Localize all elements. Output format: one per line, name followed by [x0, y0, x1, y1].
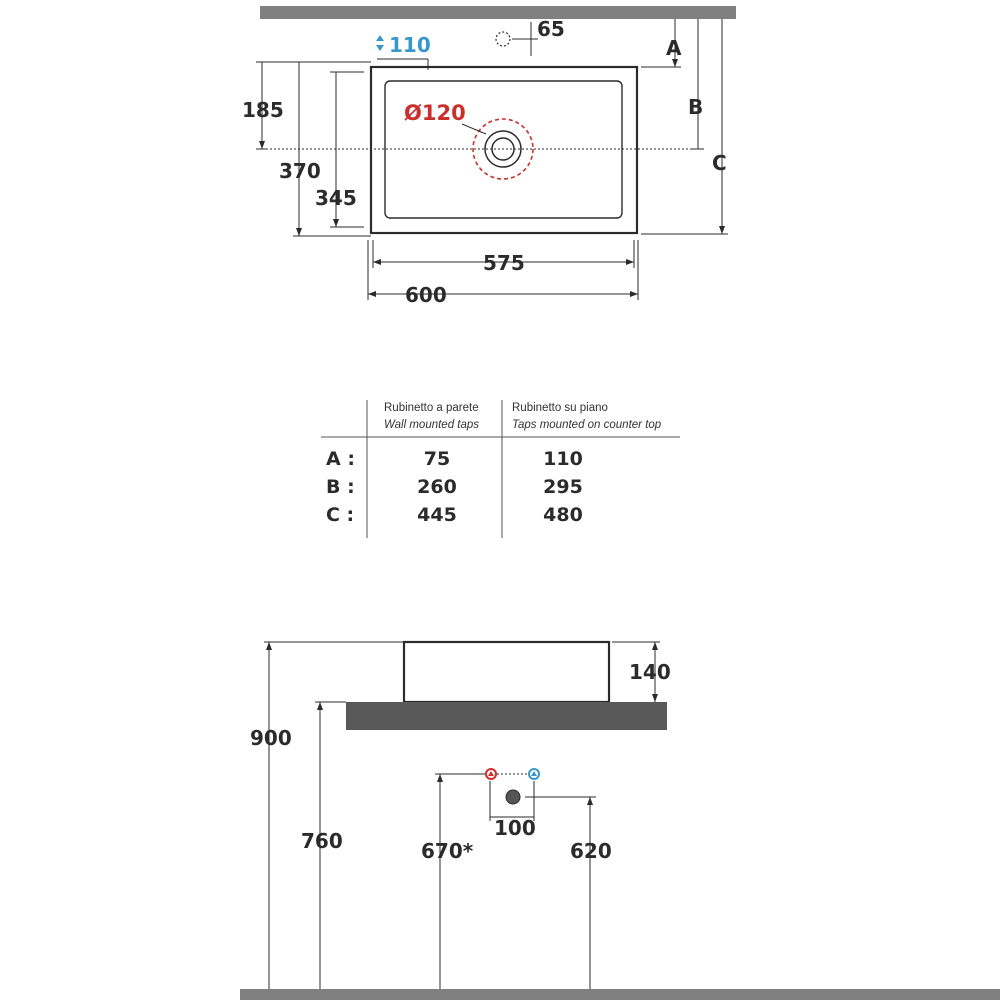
table-row-wall: 75	[424, 448, 450, 470]
table-row-key: C :	[326, 504, 354, 526]
dim-B-label: B	[688, 95, 703, 119]
cold-tap-marker	[531, 771, 537, 776]
table-head-wall-it: Rubinetto a parete	[384, 402, 479, 414]
dim-100-label: 100	[494, 816, 536, 840]
drain-inner-ring	[491, 137, 515, 161]
arrow-345-bottom	[333, 219, 339, 227]
floor-bar	[240, 989, 1000, 1000]
table-head-counter-en: Taps mounted on counter top	[512, 419, 662, 431]
arrow-670-top	[437, 774, 443, 782]
table-row-wall: 260	[417, 476, 457, 498]
dim-345-label: 345	[315, 186, 357, 210]
table-head-counter-it: Rubinetto su piano	[512, 402, 608, 414]
plan-view	[256, 6, 736, 300]
arrow-185-bottom	[259, 141, 265, 149]
taphole-icon-down	[376, 45, 384, 51]
wall-bar	[260, 6, 736, 19]
dim-900-label: 900	[250, 726, 292, 750]
dim-600-label: 600	[405, 283, 447, 307]
arrow-900-top	[266, 642, 272, 650]
arrow-600-left	[368, 291, 376, 297]
hot-tap-marker	[488, 771, 494, 776]
plan-arrowheads	[259, 59, 725, 297]
waste-pipe-icon	[505, 789, 521, 805]
arrow-620-top	[587, 797, 593, 805]
basin-outline-outer	[369, 65, 639, 235]
dim-760-label: 760	[301, 829, 343, 853]
arrow-140-bottom	[652, 694, 658, 702]
label-drain-diameter: Ø120	[404, 101, 466, 125]
taphole-icon	[376, 35, 384, 51]
table-row-key: A :	[326, 448, 355, 470]
drain-outer-ring	[484, 130, 522, 168]
tap-symbols	[485, 768, 540, 805]
dimension-table: Rubinetto a parete Wall mounted taps Rub…	[321, 400, 680, 538]
arrow-575-right	[626, 259, 634, 265]
drain-leader	[461, 123, 487, 135]
label-110: 110	[389, 33, 431, 57]
table-row-counter: 480	[543, 504, 583, 526]
dim-185-label: 185	[242, 98, 284, 122]
arrow-600-right	[630, 291, 638, 297]
arrow-140-top	[652, 642, 658, 650]
dim-575-label: 575	[483, 251, 525, 275]
basin-side	[402, 640, 611, 704]
counter-slab	[346, 702, 667, 730]
table-row-counter: 295	[543, 476, 583, 498]
dim-370-label: 370	[279, 159, 321, 183]
table-head-wall-en: Wall mounted taps	[384, 419, 479, 431]
overflow-icon	[495, 31, 511, 47]
table-row-key: B :	[326, 476, 355, 498]
dim-C-label: C	[712, 151, 727, 175]
label-65: 65	[537, 17, 565, 41]
side-view	[240, 640, 1000, 1000]
dim-620-label: 620	[570, 839, 612, 863]
arrow-575-left	[373, 259, 381, 265]
arrow-760-top	[317, 702, 323, 710]
drain-dashed-circle	[472, 118, 534, 180]
arrow-C	[719, 226, 725, 234]
dim-A-label: A	[666, 36, 682, 60]
arrow-370-bottom	[296, 228, 302, 236]
side-arrowheads	[266, 642, 658, 805]
taphole-icon-up	[376, 35, 384, 41]
dim-670-label: 670*	[421, 839, 474, 863]
dim-140-label: 140	[629, 660, 671, 684]
table-row-counter: 110	[543, 448, 583, 470]
table-row-wall: 445	[417, 504, 457, 526]
arrow-A	[672, 59, 678, 67]
